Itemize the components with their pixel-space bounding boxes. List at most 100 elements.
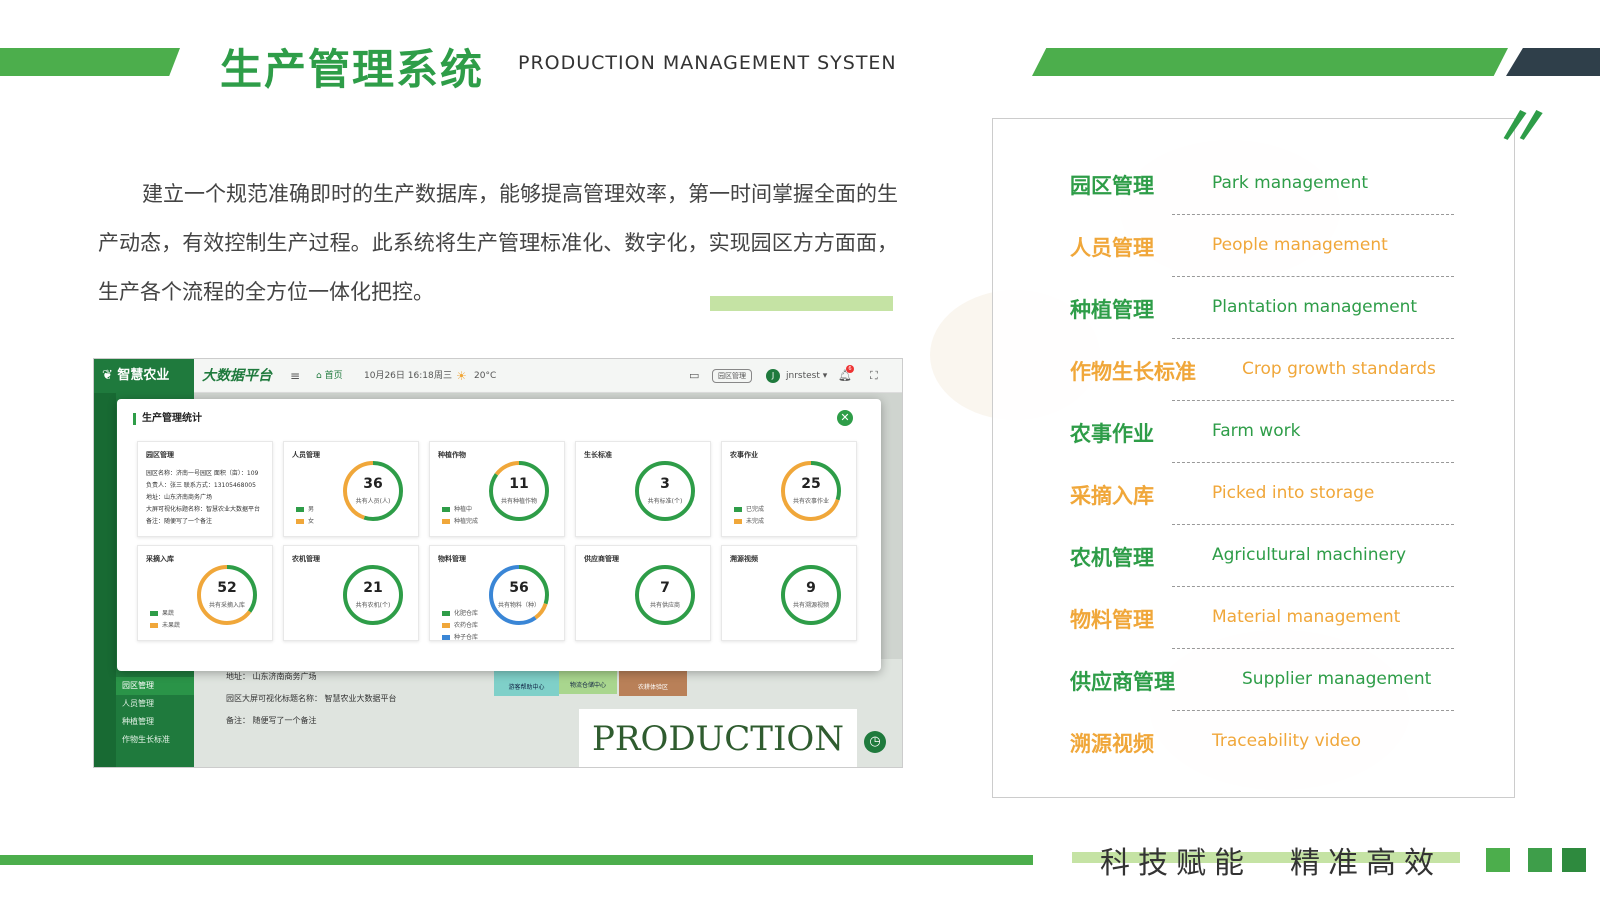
logo-text: 智慧农业 — [117, 368, 170, 383]
temperature-text: 20°C — [474, 371, 497, 381]
legend-label: 种植中 — [454, 506, 473, 513]
park-line: 负责人：张三 联系方式：13105468005 — [146, 482, 256, 489]
sun-icon: ☀ — [456, 369, 467, 383]
username-dropdown[interactable]: jnrstest ▾ — [786, 359, 827, 393]
park-line: 地址：山东济南商务广场 — [146, 494, 213, 501]
feature-divider — [1172, 462, 1454, 463]
stat-label: 共有农机(个) — [355, 602, 391, 609]
donut-segment — [635, 565, 695, 625]
stat-card[interactable]: 农机管理 21 共有农机(个) — [283, 545, 419, 641]
sidebar-item-people[interactable]: 人员管理 — [122, 699, 154, 708]
avatar[interactable]: J — [766, 369, 780, 383]
sidebar-item-plant[interactable]: 种植管理 — [122, 717, 154, 726]
donut-ring — [489, 565, 549, 625]
legend-label: 农药仓库 — [454, 622, 479, 629]
stat-card-title: 物料管理 — [438, 555, 466, 563]
stat-label: 共有采摘入库 — [208, 602, 245, 609]
page-title: 生产管理系统 — [220, 45, 485, 94]
description-text: 建立一个规范准确即时的生产数据库，能够提高管理效率，第一时间掌握全面的生产动态，… — [98, 182, 898, 304]
stat-card-title: 溯源视频 — [730, 555, 758, 563]
donut-ring — [343, 565, 403, 625]
feature-en: Picked into storage — [1212, 483, 1375, 503]
clock-icon[interactable]: ◷ — [864, 731, 886, 753]
header-right-green-bar — [1032, 48, 1508, 76]
stat-card-title: 种植作物 — [438, 451, 466, 459]
legend-label: 男 — [308, 506, 315, 513]
legend-item: 种植中 — [442, 504, 472, 513]
feature-cn: 采摘入库 — [1070, 484, 1154, 508]
sidebar-item-park[interactable]: 园区管理 — [116, 677, 194, 695]
stat-value: 52 — [217, 580, 237, 596]
feature-en: Crop growth standards — [1242, 359, 1436, 379]
stat-label: 共有物料（种） — [497, 602, 540, 609]
weekday-text: 周三 — [434, 371, 453, 381]
park-line: 园区名称：济南一号园区 面积（亩）：109 — [146, 470, 259, 477]
park-card[interactable]: 园区管理 园区名称：济南一号园区 面积（亩）：109 负责人：张三 联系方式：1… — [137, 441, 273, 537]
fullscreen-icon[interactable]: ⛶ — [870, 369, 878, 382]
legend-label: 化肥仓库 — [454, 610, 479, 617]
stat-label: 共有农事作业 — [792, 498, 829, 505]
footer-slogan: 科技赋能 精准高效 — [1100, 846, 1442, 881]
stat-card-title: 采摘入库 — [146, 555, 174, 563]
feature-en: Supplier management — [1242, 669, 1432, 689]
header-left-bar — [0, 48, 180, 76]
legend-label: 已完成 — [746, 506, 765, 513]
legend-item: 已完成 — [734, 504, 764, 513]
feature-en: Agricultural machinery — [1212, 545, 1407, 565]
feature-cn: 农机管理 — [1070, 546, 1154, 570]
stat-value: 56 — [509, 580, 529, 596]
home-label: 首页 — [324, 371, 343, 381]
footer-accent-bar — [1072, 852, 1460, 863]
donut-ring — [343, 461, 403, 521]
monitor-icon[interactable]: ▭ — [689, 369, 700, 382]
footer-line — [0, 855, 1033, 865]
legend-label: 种子仓库 — [454, 634, 479, 641]
legend-item: 男 — [296, 504, 314, 513]
donut-ring — [781, 565, 841, 625]
donut-segment — [489, 461, 549, 521]
stat-card[interactable]: 物料管理 56 共有物料（种） 化肥仓库农药仓库种子仓库 — [429, 545, 565, 641]
stat-label: 共有溯源视频 — [792, 602, 829, 609]
feature-en: Material management — [1212, 607, 1401, 627]
stat-value: 3 — [660, 476, 670, 492]
home-link[interactable]: ⌂ 首页 — [316, 359, 343, 393]
park-card-title: 园区管理 — [146, 451, 174, 459]
sidebar-item-crop-standard[interactable]: 作物生长标准 — [122, 735, 170, 744]
stats-modal: 生产管理统计 ✕ 园区管理 园区名称：济南一号园区 面积（亩）：109 负责人：… — [117, 399, 881, 671]
menu-icon[interactable]: ≡ — [290, 369, 301, 383]
park-button[interactable]: 园区管理 — [712, 369, 752, 383]
donut-segment — [781, 565, 841, 625]
feature-divider — [1172, 338, 1454, 339]
stat-label: 共有人员(人) — [355, 498, 391, 505]
quote-mark-icon: 〃 — [1490, 95, 1546, 160]
donut-ring — [781, 461, 841, 521]
legend-item: 化肥仓库 — [442, 608, 478, 617]
feature-cn: 供应商管理 — [1070, 670, 1175, 694]
feature-en: Farm work — [1212, 421, 1301, 441]
stat-value: 36 — [363, 476, 383, 492]
legend-item: 未完成 — [734, 516, 764, 525]
footer-square — [1486, 848, 1510, 872]
notification-badge: 6 — [846, 365, 854, 373]
page-subtitle: PRODUCTION MANAGEMENT SYSTEN — [518, 52, 897, 74]
stat-value: 21 — [363, 580, 383, 596]
donut-segment — [489, 565, 549, 625]
close-icon[interactable]: ✕ — [837, 410, 853, 426]
legend-item: 种植完成 — [442, 516, 478, 525]
legend-item: 种子仓库 — [442, 632, 478, 641]
donut-segment — [343, 461, 403, 521]
feature-cn: 物料管理 — [1070, 608, 1154, 632]
donut-ring — [635, 565, 695, 625]
donut-segment — [635, 461, 695, 521]
app-logo[interactable]: ❦ 智慧农业 — [94, 359, 194, 393]
donut-segment — [343, 565, 403, 625]
stat-card-title: 农机管理 — [292, 555, 320, 563]
stat-value: 7 — [660, 580, 670, 596]
